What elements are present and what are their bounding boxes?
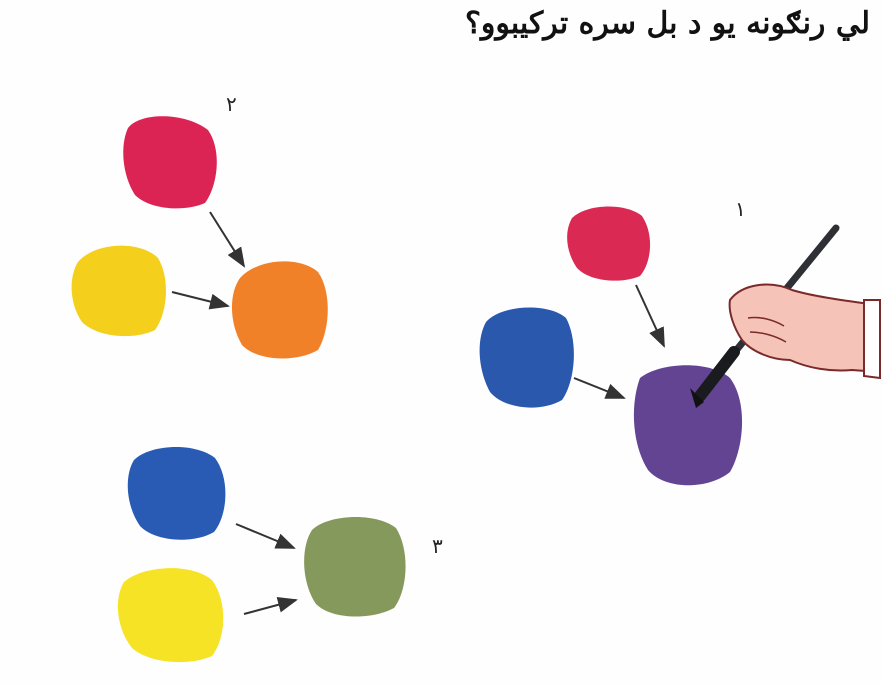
purple-result-blob bbox=[634, 365, 742, 485]
olive-green-result-blob bbox=[304, 517, 405, 617]
blue-paint-blob bbox=[480, 307, 574, 407]
red-paint-blob bbox=[567, 206, 650, 280]
arrow-yellow-to-orange bbox=[172, 292, 228, 306]
yellow-paint-blob bbox=[72, 246, 166, 336]
blue-paint-blob bbox=[128, 447, 226, 540]
arrow-blue-to-purple bbox=[574, 378, 624, 398]
arrow-yellow-to-green bbox=[244, 600, 296, 614]
red-paint-blob bbox=[123, 116, 217, 208]
arrow-blue-to-green bbox=[236, 524, 294, 548]
arrow-red-to-purple bbox=[636, 285, 664, 346]
arrow-red-to-orange bbox=[210, 212, 244, 266]
hand-with-brush-icon bbox=[690, 228, 880, 408]
yellow-paint-blob bbox=[118, 568, 223, 662]
orange-result-blob bbox=[232, 261, 328, 358]
